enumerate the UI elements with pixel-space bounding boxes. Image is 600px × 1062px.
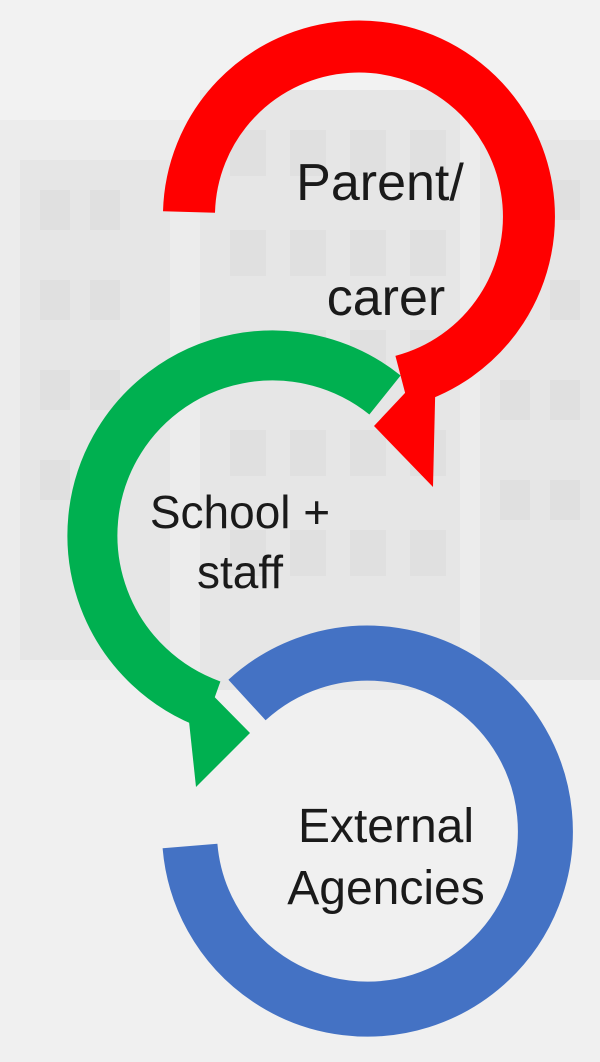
school-staff-arrow — [67, 330, 401, 787]
external-agencies-arc — [162, 625, 573, 1037]
parent-carer-arrowhead — [374, 360, 436, 487]
parent-carer-label-line1: Parent/ — [296, 154, 464, 212]
external-agencies-label-line1: External — [298, 800, 474, 853]
parent-carer-label: Parent/ carer — [296, 154, 464, 327]
parent-carer-label-line2: carer — [327, 269, 445, 327]
parent-carer-arc — [163, 20, 555, 407]
external-agencies-label-line2: Agencies — [287, 862, 484, 915]
external-agencies-arrow — [162, 625, 573, 1037]
school-staff-arc — [67, 330, 401, 729]
school-staff-label-line2: staff — [197, 546, 283, 598]
school-staff-label-line1: School + — [150, 486, 330, 538]
parent-carer-arrow — [163, 20, 555, 487]
school-staff-arrowhead — [183, 665, 250, 787]
school-staff-label: School + staff — [150, 486, 330, 598]
external-agencies-label: External Agencies — [287, 800, 484, 915]
